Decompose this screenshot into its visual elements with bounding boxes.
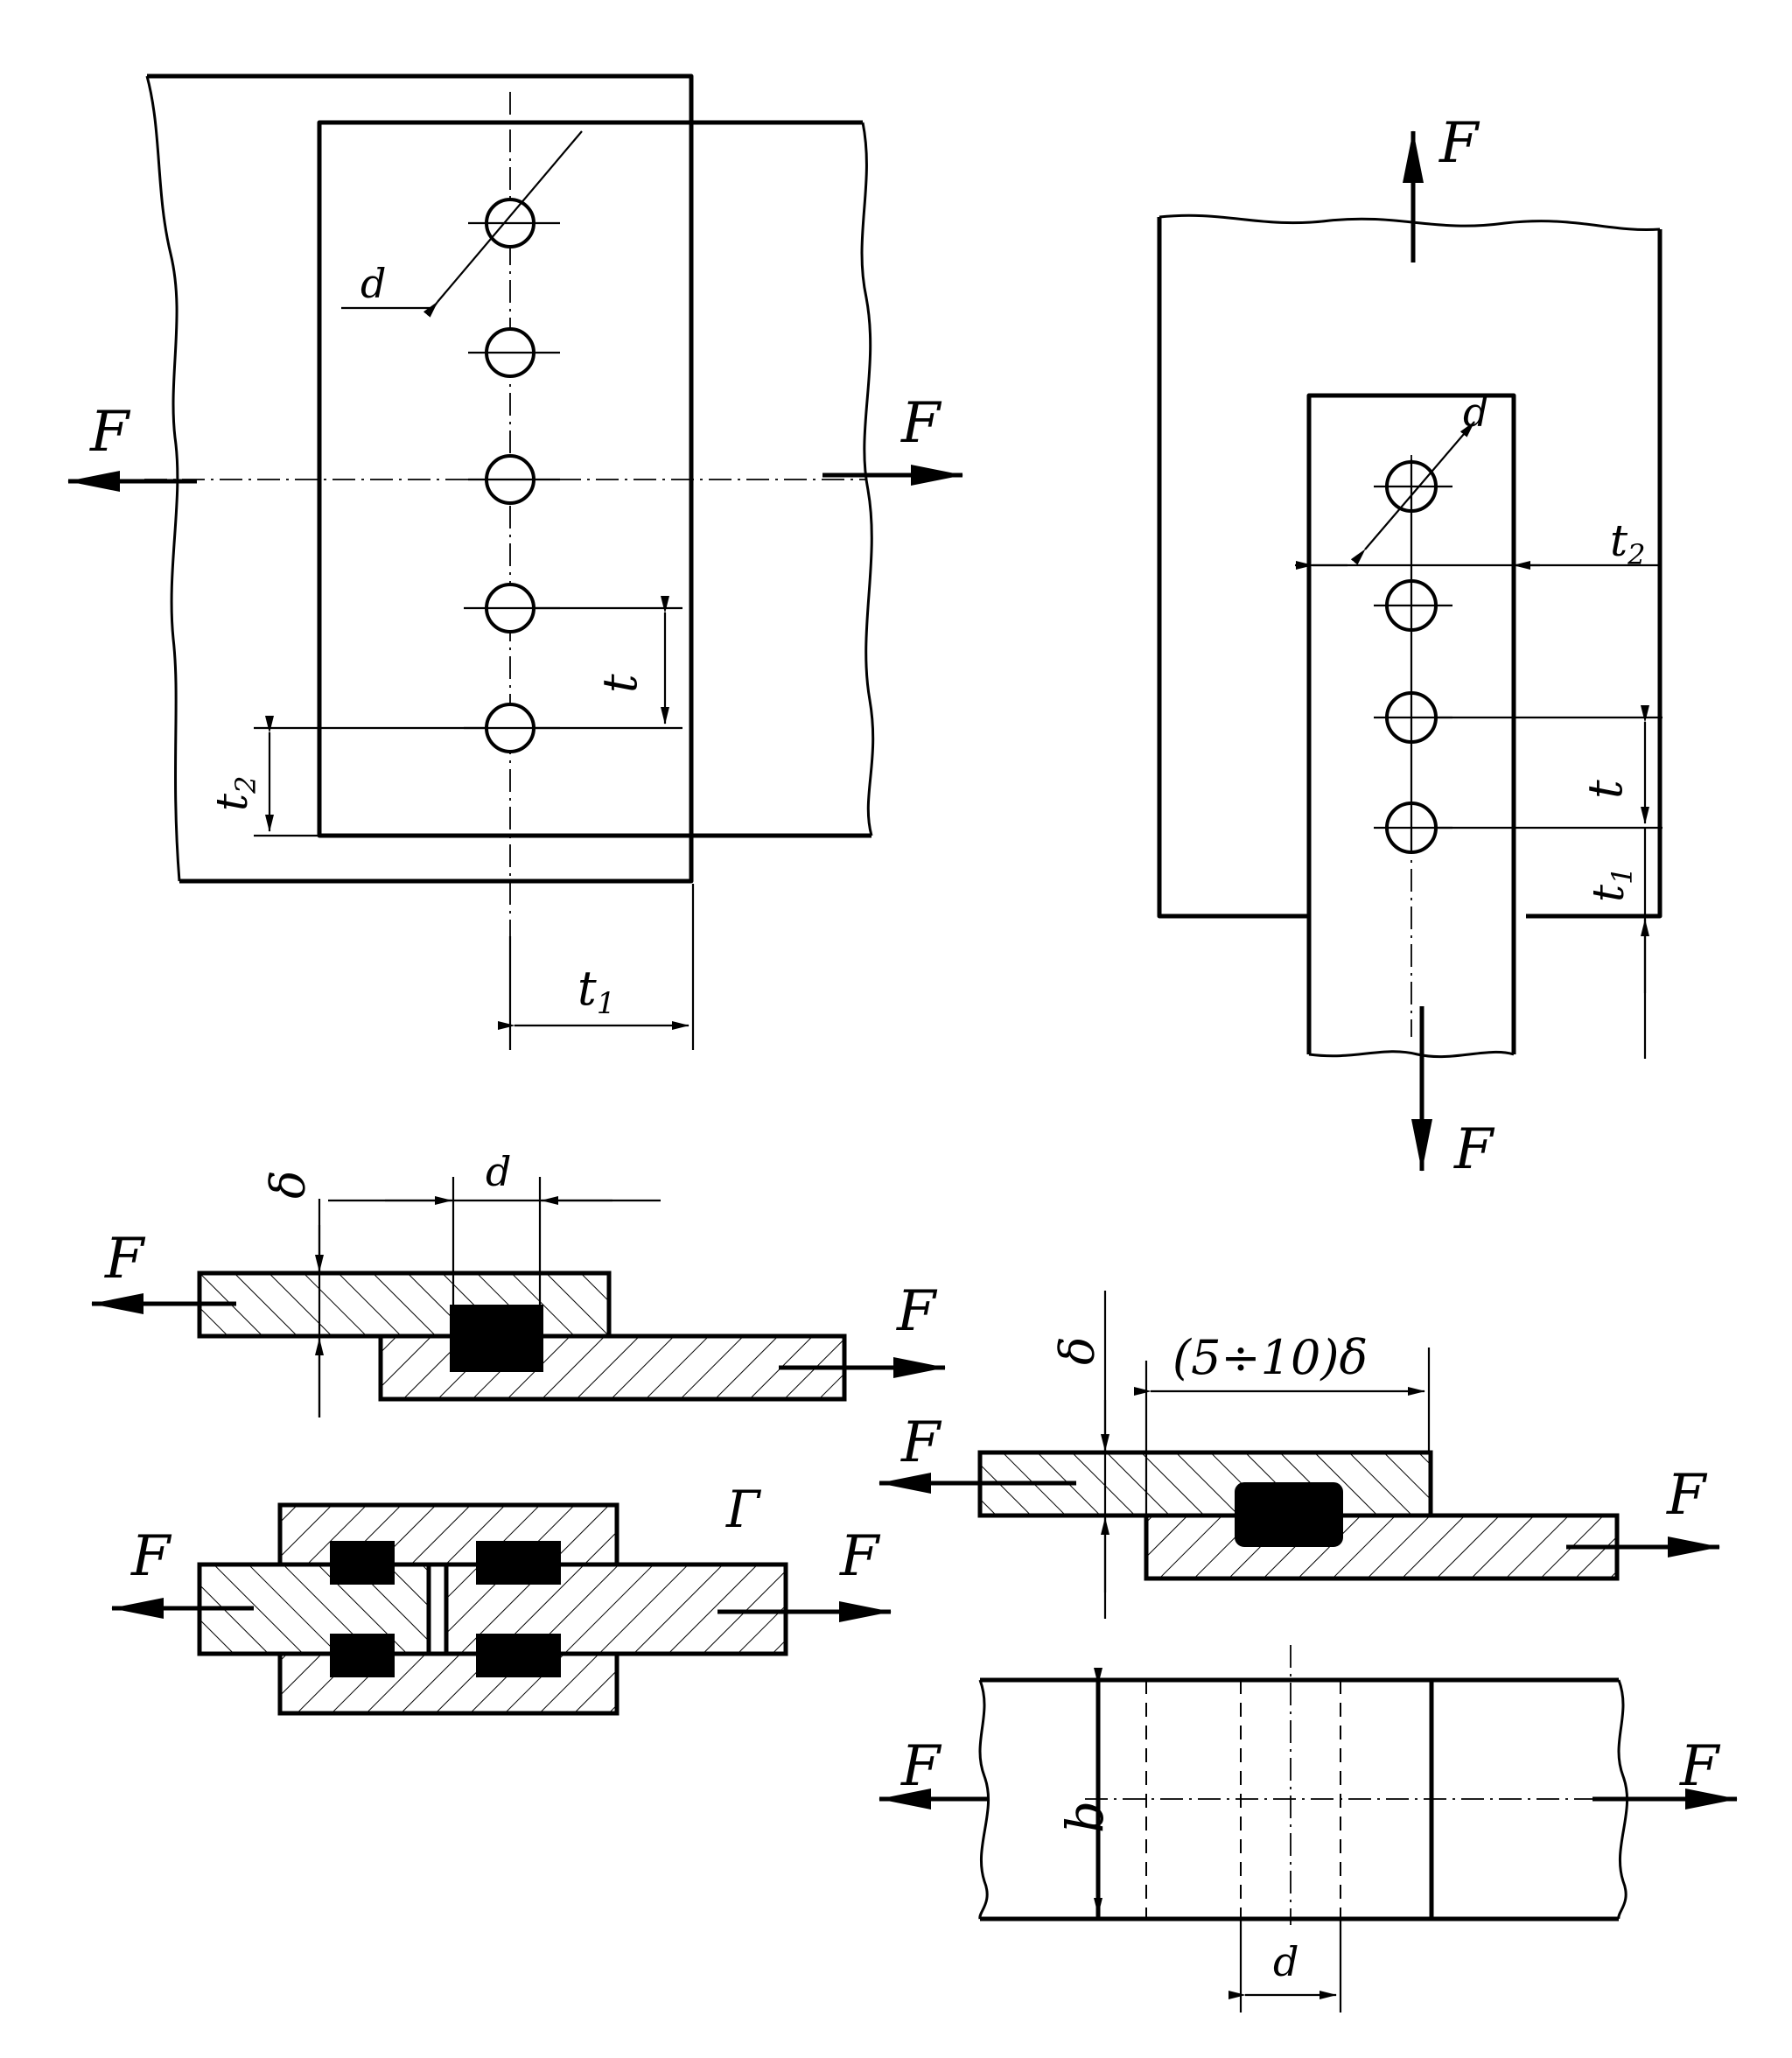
overlap-lower-plate xyxy=(1144,1513,1620,1581)
edge-distance-1-label: t1 xyxy=(578,961,615,1021)
overlap-plan-left-break xyxy=(978,1679,990,1920)
outer-plate-break-line xyxy=(1158,214,1661,232)
section-force-left-label: F xyxy=(104,1227,146,1292)
view-mark-label: Г xyxy=(725,1480,762,1539)
overlap-force-right-label: F xyxy=(1666,1463,1708,1528)
plan-force-right-label: F xyxy=(1679,1734,1721,1799)
overlap-plan-right-break xyxy=(1617,1679,1628,1920)
force-label-up: F xyxy=(1438,111,1480,176)
lap-joint-plan-view: d t t2 t1 F F xyxy=(67,74,963,1050)
strap-pitch-label: t xyxy=(1578,780,1633,799)
force-label-right: F xyxy=(900,391,942,456)
width-label: b xyxy=(1055,1801,1115,1833)
section-diameter-label: d xyxy=(486,1148,511,1195)
diameter-leader xyxy=(423,130,583,318)
edge-distance-2-label: t2 xyxy=(206,776,262,811)
butt-joint-section: F F Г xyxy=(111,1480,892,1716)
inner-strap xyxy=(1306,393,1516,1054)
back-plate-break-line xyxy=(145,75,181,882)
thickness-label: δ xyxy=(261,1170,316,1199)
pitch-label: t xyxy=(592,674,648,693)
diameter-label: d xyxy=(360,260,386,307)
rivet-section xyxy=(450,1305,543,1372)
butt-force-left-label: F xyxy=(130,1524,172,1589)
overlap-force-left-label: F xyxy=(900,1410,942,1475)
plan-diameter-label: d xyxy=(1273,1938,1298,1985)
inner-strap-break-line xyxy=(1308,1050,1515,1059)
strap-diameter-leader xyxy=(1350,421,1475,565)
overlap-plan-view: b d F F xyxy=(878,1645,1738,2012)
strap-joint-plan-view: d t2 t t1 F F xyxy=(1157,111,1662,1182)
overlap-thickness-label: δ xyxy=(1050,1336,1105,1365)
section-force-right-label: F xyxy=(896,1279,938,1344)
butt-force-right-label: F xyxy=(839,1524,881,1589)
back-plate xyxy=(147,74,694,884)
overlap-rivet xyxy=(1235,1482,1343,1547)
overlap-section: δ (5÷10)δ F F xyxy=(878,1291,1720,1619)
strap-edge-distance-1-label: t1 xyxy=(1583,867,1639,902)
force-label-left: F xyxy=(89,400,131,465)
strap-edge-distance-2-label: t2 xyxy=(1610,515,1645,571)
rivet-holes xyxy=(464,198,560,753)
front-plate-break-line xyxy=(860,122,875,836)
lap-joint-section: δ d F F xyxy=(91,1148,946,1418)
plan-force-left-label: F xyxy=(900,1734,942,1799)
force-label-down: F xyxy=(1453,1117,1495,1182)
overlap-label: (5÷10)δ xyxy=(1172,1330,1368,1385)
front-plate xyxy=(317,120,872,838)
strap-diameter-label: d xyxy=(1463,388,1488,436)
upper-plate-section xyxy=(197,1270,612,1339)
outer-plate xyxy=(1157,217,1662,919)
